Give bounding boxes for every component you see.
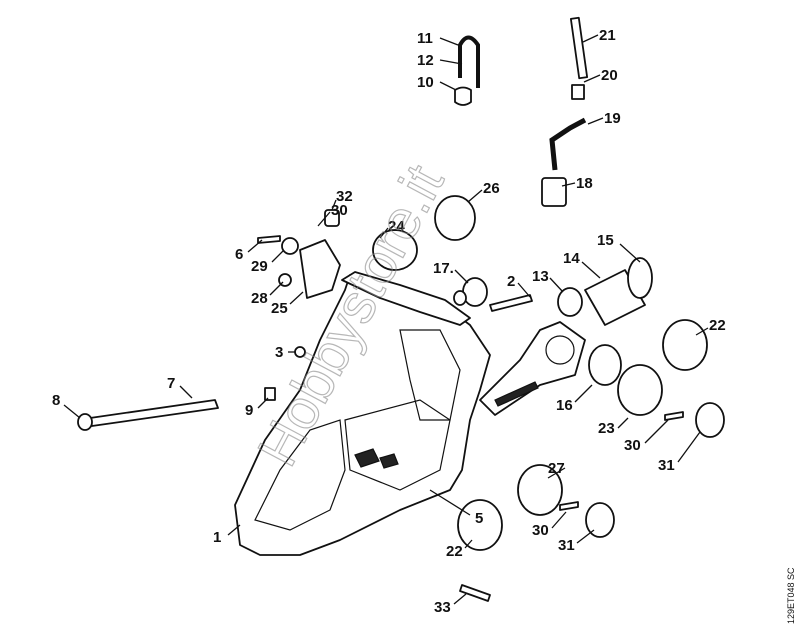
callout-21: 21 <box>599 27 616 44</box>
callout-14: 14 <box>563 250 580 267</box>
callout-6: 6 <box>235 246 243 263</box>
callout-16: 16 <box>556 397 573 414</box>
callout-30: 30 <box>331 202 348 219</box>
callout-24: 24 <box>388 218 405 235</box>
callout-26: 26 <box>483 180 500 197</box>
callout-30b: 30 <box>624 437 641 454</box>
callout-31: 31 <box>658 457 675 474</box>
callout-2: 2 <box>507 273 515 290</box>
callout-13: 13 <box>532 268 549 285</box>
callout-5: 5 <box>475 510 483 527</box>
callout-10: 10 <box>417 74 434 91</box>
leader-lines <box>63 34 709 605</box>
callout-labels: 11 12 10 21 20 19 18 26 32 30 24 6 29 17… <box>52 27 726 616</box>
callout-31b: 31 <box>558 537 575 554</box>
callout-22b: 22 <box>446 543 463 560</box>
anti-vibration-elements <box>77 195 725 602</box>
callout-17: 17. <box>433 260 454 277</box>
handle-housing <box>234 271 586 556</box>
callout-20: 20 <box>601 67 618 84</box>
callout-25: 25 <box>271 300 288 317</box>
callout-19: 19 <box>604 110 621 127</box>
callout-15: 15 <box>597 232 614 249</box>
callout-11: 11 <box>417 30 433 47</box>
callout-8: 8 <box>52 392 60 409</box>
callout-33: 33 <box>434 599 451 616</box>
callout-7: 7 <box>167 375 175 392</box>
callout-22: 22 <box>709 317 726 334</box>
callout-32: 32 <box>336 188 353 205</box>
callout-30c: 30 <box>532 522 549 539</box>
fuel-line-parts <box>454 16 589 207</box>
drawing-code: 129ET048 SC <box>786 567 796 624</box>
callout-28: 28 <box>251 290 268 307</box>
callout-27: 27 <box>548 460 565 477</box>
callout-29: 29 <box>251 258 268 275</box>
callout-18: 18 <box>576 175 593 192</box>
callout-12: 12 <box>417 52 434 69</box>
callout-9: 9 <box>245 402 253 419</box>
callout-23: 23 <box>598 420 615 437</box>
callout-3: 3 <box>275 344 283 361</box>
callout-1: 1 <box>213 529 221 546</box>
